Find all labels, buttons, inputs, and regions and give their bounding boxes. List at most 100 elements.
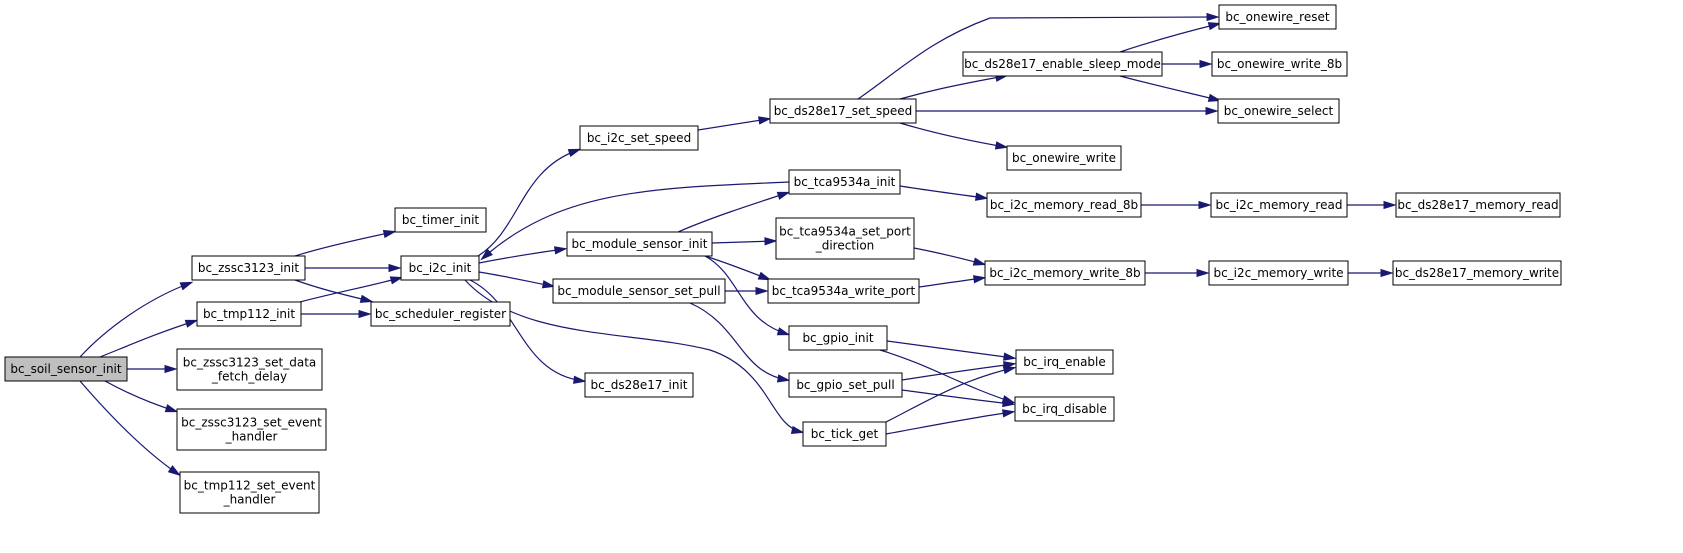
edge-mod_init-to-gpio_init — [704, 255, 791, 336]
node-i2c-speed[interactable]: bc_i2c_set_speed — [579, 125, 699, 151]
edge-ds_sleep-to-ow_sel — [1119, 75, 1222, 102]
arrowhead-icon — [1380, 268, 1394, 278]
node-tca-init[interactable]: bc_tca9534a_init — [788, 169, 901, 195]
node-box — [775, 217, 915, 260]
node-irq-dis[interactable]: bc_irq_disable — [1014, 396, 1115, 422]
node-ds-init[interactable]: bc_ds28e17_init — [584, 372, 694, 398]
node-box — [176, 408, 327, 451]
edge-root-to-tmp_event — [79, 380, 182, 477]
node-box — [769, 98, 917, 124]
node-box — [191, 255, 306, 281]
edge-i2c_init-to-ds_init — [469, 279, 587, 384]
node-tca-write[interactable]: bc_tca9534a_write_port — [767, 278, 920, 304]
node-label: bc_module_sensor_init — [572, 237, 708, 251]
arrowhead-icon — [567, 148, 582, 158]
node-ds-mem-w[interactable]: bc_ds28e17_memory_write — [1392, 260, 1562, 286]
edge-tca_dir-to-mem_w8 — [913, 247, 987, 266]
node-label: bc_tmp112_init — [203, 307, 295, 321]
node-gpio-init[interactable]: bc_gpio_init — [788, 325, 888, 351]
arrowhead-icon — [1206, 12, 1220, 22]
node-ow-reset[interactable]: bc_onewire_reset — [1218, 4, 1337, 30]
node-sched-reg[interactable]: bc_scheduler_register — [370, 301, 511, 327]
arrowhead-icon — [776, 191, 791, 200]
node-tmp-init[interactable]: bc_tmp112_init — [196, 301, 302, 327]
node-mod-init[interactable]: bc_module_sensor_init — [566, 231, 713, 257]
arrowhead-icon — [1003, 352, 1017, 361]
arrowhead-icon — [994, 141, 1009, 150]
arrowhead-icon — [179, 281, 194, 291]
node-root[interactable]: bc_soil_sensor_init — [4, 356, 128, 382]
node-label: bc_tmp112_set_event — [184, 479, 316, 493]
edge-gpio_pull-to-irq_dis — [901, 389, 1016, 408]
arrowhead-icon — [358, 309, 372, 319]
node-box — [984, 260, 1146, 286]
edges-layer — [79, 12, 1397, 477]
edge-tmp_init-to-sched_reg — [301, 309, 372, 319]
node-ds-sleep[interactable]: bc_ds28e17_enable_sleep_mode — [962, 51, 1163, 77]
edge-tca_init-to-i2c_init — [480, 181, 790, 261]
node-mem-w[interactable]: bc_i2c_memory_write — [1208, 260, 1349, 286]
arrowhead-icon — [1383, 200, 1397, 210]
edge-tick_get-to-irq_en — [885, 366, 1017, 423]
node-label: bc_gpio_set_pull — [796, 378, 894, 392]
node-box — [1217, 98, 1340, 124]
edge-zssc_init-to-sched_reg — [294, 279, 374, 303]
node-mod-pull[interactable]: bc_module_sensor_set_pull — [552, 278, 726, 304]
edge-tca_write-to-mem_w8 — [918, 275, 987, 288]
arrowhead-icon — [1205, 106, 1219, 116]
node-box — [1208, 260, 1349, 286]
edge-root-to-zssc_event — [104, 380, 179, 413]
node-zssc-event[interactable]: bc_zssc3123_set_event_handler — [176, 408, 327, 451]
node-box — [1006, 145, 1122, 171]
node-mem-r8[interactable]: bc_i2c_memory_read_8b — [986, 192, 1142, 218]
node-timer-init[interactable]: bc_timer_init — [394, 207, 487, 233]
node-label: bc_i2c_memory_read_8b — [990, 198, 1138, 212]
node-box — [566, 231, 713, 257]
node-tca-dir[interactable]: bc_tca9534a_set_port_direction — [775, 217, 915, 260]
edge-zssc_init-to-i2c_init — [305, 263, 402, 273]
edge-tmp_init-to-i2c_init — [299, 276, 404, 303]
arrowhead-icon — [541, 280, 556, 289]
node-box — [1211, 51, 1348, 77]
node-i2c-init[interactable]: bc_i2c_init — [400, 255, 480, 281]
arrowhead-icon — [972, 257, 987, 266]
node-ow-sel[interactable]: bc_onewire_select — [1217, 98, 1340, 124]
arrowhead-icon — [776, 327, 791, 336]
node-ds-mem-r[interactable]: bc_ds28e17_memory_read — [1395, 192, 1561, 218]
node-label: bc_tca9534a_write_port — [772, 284, 916, 298]
node-gpio-pull[interactable]: bc_gpio_set_pull — [788, 372, 903, 398]
node-tmp-event[interactable]: bc_tmp112_set_event_handler — [179, 471, 320, 514]
arrowhead-icon — [790, 425, 805, 434]
node-ds-speed[interactable]: bc_ds28e17_set_speed — [769, 98, 917, 124]
arrowhead-icon — [757, 116, 772, 125]
node-label: _direction — [815, 239, 875, 253]
node-label: bc_timer_init — [402, 213, 480, 227]
edge-gpio_init-to-irq_en — [886, 340, 1017, 361]
arrowhead-icon — [388, 263, 402, 273]
edge-ds_speed-to-ds_sleep — [899, 73, 1009, 100]
node-mem-r[interactable]: bc_i2c_memory_read — [1210, 192, 1348, 218]
node-label: bc_zssc3123_set_event — [181, 416, 322, 430]
arrowhead-icon — [167, 465, 182, 477]
node-mem-w8[interactable]: bc_i2c_memory_write_8b — [984, 260, 1146, 286]
edge-i2c_init-to-i2c_speed — [477, 148, 582, 257]
arrowhead-icon — [776, 374, 791, 383]
node-box — [1210, 192, 1348, 218]
node-tick-get[interactable]: bc_tick_get — [802, 421, 887, 447]
node-box — [394, 207, 487, 233]
node-zssc-fetch[interactable]: bc_zssc3123_set_data_fetch_delay — [176, 348, 323, 391]
node-label: bc_onewire_write_8b — [1217, 57, 1342, 71]
node-ow-write[interactable]: bc_onewire_write — [1006, 145, 1122, 171]
node-ow-w8[interactable]: bc_onewire_write_8b — [1211, 51, 1348, 77]
node-irq-en[interactable]: bc_irq_enable — [1015, 349, 1114, 375]
node-zssc-init[interactable]: bc_zssc3123_init — [191, 255, 306, 281]
node-label: bc_zssc3123_init — [198, 261, 299, 275]
node-label: bc_tca9534a_set_port — [779, 225, 911, 239]
node-label: bc_ds28e17_memory_write — [1395, 266, 1559, 280]
node-label: bc_ds28e17_init — [591, 378, 688, 392]
edge-ds_sleep-to-ow_reset — [1119, 22, 1222, 53]
node-box — [179, 471, 320, 514]
node-box — [579, 125, 699, 151]
node-box — [400, 255, 480, 281]
node-box — [788, 169, 901, 195]
